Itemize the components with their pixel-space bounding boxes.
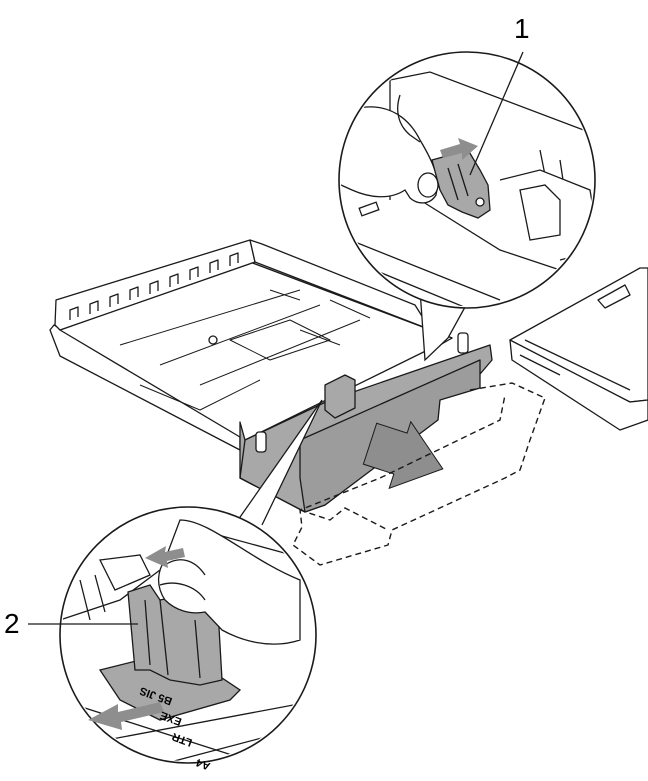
push-arrow-icon <box>362 420 444 490</box>
printer-slot-outline-inner <box>299 507 389 531</box>
slide-arrow-bottom-left-icon <box>88 702 164 730</box>
hand-top <box>341 106 438 204</box>
callout-1-leader <box>469 51 524 176</box>
callout-2-label: 2 <box>4 608 20 639</box>
hand-bottom <box>157 519 301 645</box>
tray-length-guide <box>324 374 356 419</box>
tray-floor-details <box>119 289 371 411</box>
top-detail-magnifier: 1 <box>338 13 596 362</box>
size-label-a4: A4 <box>194 756 212 772</box>
paper-tray <box>49 239 493 513</box>
tray-back-notches <box>69 252 239 320</box>
slide-arrow-bottom-top-icon <box>145 546 185 568</box>
tray-front-lip <box>239 439 306 513</box>
slide-arrow-top-icon <box>440 138 478 160</box>
bottom-magnifier-pointer <box>237 399 323 526</box>
bottom-detail-magnifier: A4 LTR EXE B5 JIS 2 <box>4 399 323 772</box>
printer-slot-outline <box>292 382 546 566</box>
right-tray <box>509 267 648 431</box>
callout-1-label: 1 <box>514 13 530 44</box>
